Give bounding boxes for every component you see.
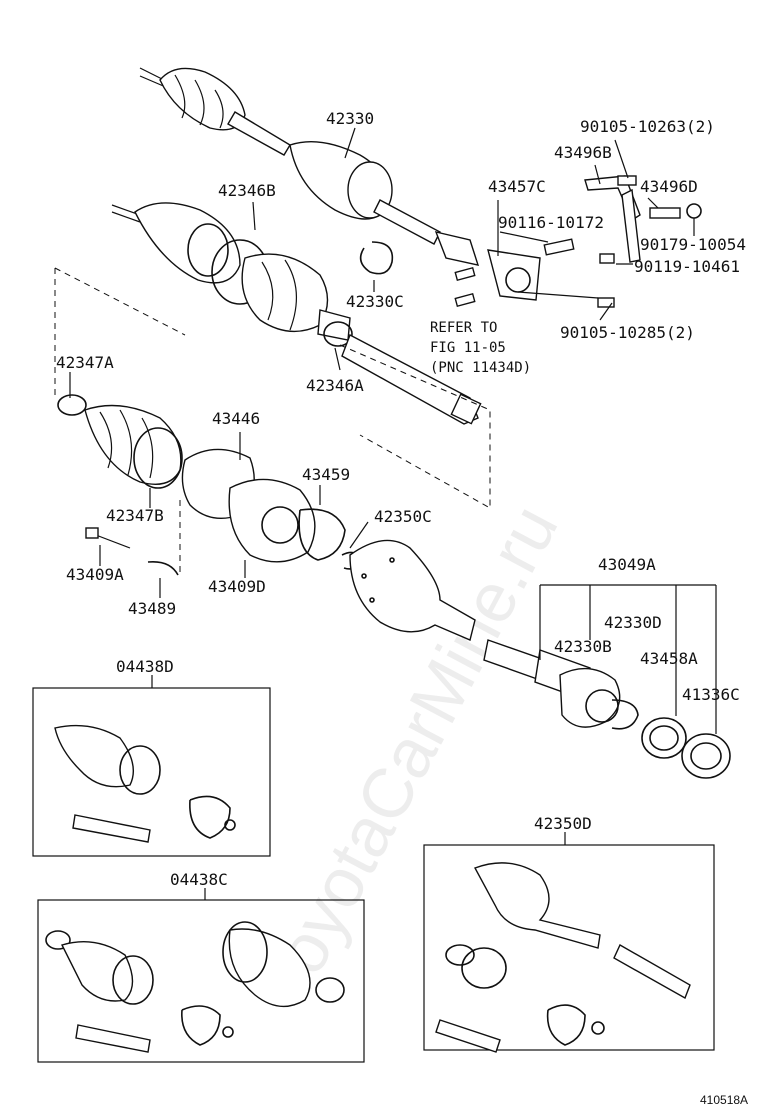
figure-id: 410518A xyxy=(700,1093,748,1107)
label-42346A: 42346A xyxy=(306,376,364,395)
label-90179-10054: 90179-10054 xyxy=(640,235,746,254)
note-line-1: REFER TO xyxy=(430,320,497,336)
leader-lines xyxy=(69,127,695,900)
label-42330: 42330 xyxy=(326,109,374,128)
label-43446: 43446 xyxy=(212,409,260,428)
label-42347B: 42347B xyxy=(106,506,164,525)
label-90116-10172: 90116-10172 xyxy=(498,213,604,232)
label-90105-10263: 90105-10263(2) xyxy=(580,117,715,136)
upper-shaft-assembly xyxy=(139,67,480,266)
lower-joint-exploded xyxy=(57,394,476,641)
group-outline-dashed xyxy=(54,267,491,509)
label-42330C: 42330C xyxy=(346,292,404,311)
label-41336C: 41336C xyxy=(682,685,740,704)
label-90105-10285: 90105-10285(2) xyxy=(560,323,695,342)
note-line-2: FIG 11-05 xyxy=(430,340,506,356)
label-42330B: 42330B xyxy=(554,637,612,656)
label-43458A: 43458A xyxy=(640,649,698,668)
label-04438C: 04438C xyxy=(170,870,228,889)
label-43409D: 43409D xyxy=(208,577,266,596)
kit-box-04438D xyxy=(32,687,271,857)
middle-shaft-assembly xyxy=(111,202,482,425)
bracket-43496B xyxy=(584,175,702,308)
label-43049A: 43049A xyxy=(598,555,656,574)
kit-42350D-parts xyxy=(435,862,691,1053)
label-42350D: 42350D xyxy=(534,814,592,833)
label-42347A: 42347A xyxy=(56,353,114,372)
kit-04438C-parts xyxy=(45,921,345,1053)
leader-43049A xyxy=(539,584,717,734)
label-42346B: 42346B xyxy=(218,181,276,200)
kit-box-04438C xyxy=(37,899,365,1063)
label-04438D: 04438D xyxy=(116,657,174,676)
label-43489: 43489 xyxy=(128,599,176,618)
label-43496D: 43496D xyxy=(640,177,698,196)
circlip-42330C xyxy=(359,241,394,275)
label-42350C: 42350C xyxy=(374,507,432,526)
label-43459: 43459 xyxy=(302,465,350,484)
label-43457C: 43457C xyxy=(488,177,546,196)
note-line-3: (PNC 11434D) xyxy=(430,360,531,376)
shaft-43049A-region xyxy=(483,639,731,779)
part-labels: 42330 90105-10263(2) 43496B 43496D 43457… xyxy=(56,109,748,1107)
label-42330D: 42330D xyxy=(604,613,662,632)
kit-04438D-parts xyxy=(54,724,236,843)
label-43496B: 43496B xyxy=(554,143,612,162)
label-43409A: 43409A xyxy=(66,565,124,584)
label-90119-10461: 90119-10461 xyxy=(634,257,740,276)
kit-box-42350D xyxy=(423,844,715,1051)
bearing-bracket-43457C xyxy=(454,238,575,308)
